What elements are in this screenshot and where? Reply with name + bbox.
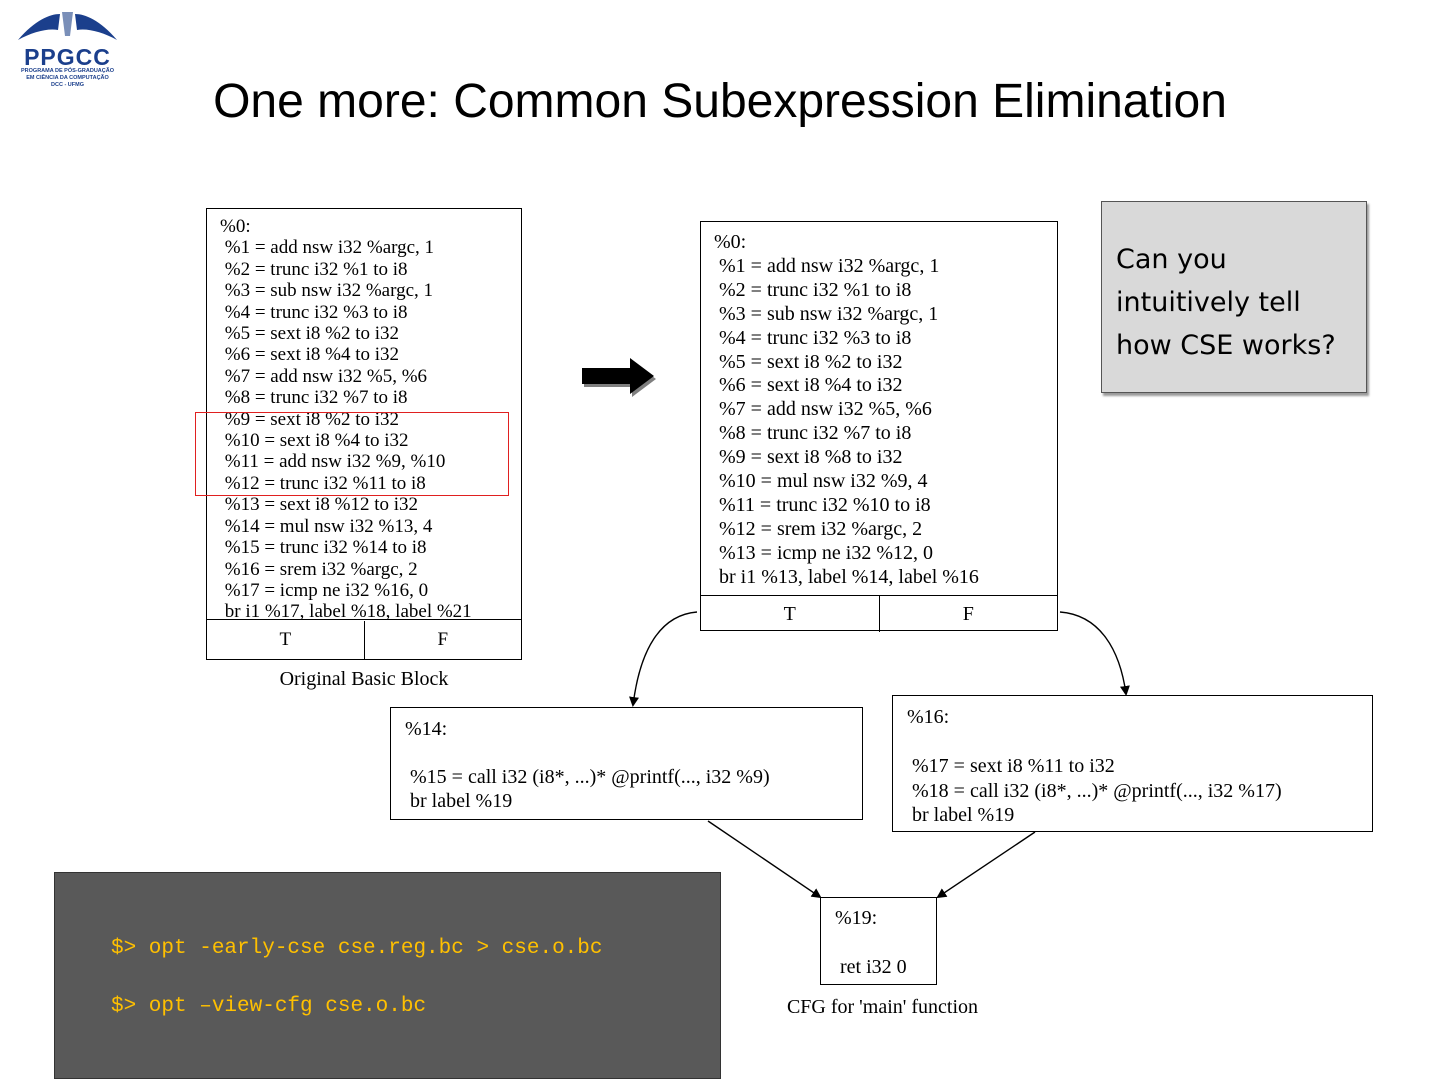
code-line: %17 = icmp ne i32 %16, 0	[220, 579, 429, 601]
code-line: %0:	[714, 231, 747, 253]
code-line: %16:	[907, 706, 950, 728]
code-line: br i1 %13, label %14, label %16	[714, 565, 979, 588]
code-line: %9 = sext i8 %2 to i32	[220, 408, 400, 430]
optimized-code: %0: %1 = add nsw i32 %argc, 1 %2 = trunc…	[701, 222, 1057, 595]
code-line: %12 = trunc i32 %11 to i8	[220, 472, 426, 494]
code-line: %6 = sext i8 %4 to i32	[714, 374, 903, 397]
code-line: %3 = sub nsw i32 %argc, 1	[714, 302, 939, 325]
terminal-command: $> opt -early-cse cse.reg.bc > cse.o.bc	[111, 937, 603, 960]
ppgcc-logo-icon: PPGCC PROGRAMA DE PÓS-GRADUAÇÃO EM CIÊNC…	[10, 10, 125, 90]
code-line: %12 = srem i32 %argc, 2	[714, 517, 923, 540]
branch-labels: T F	[701, 595, 1057, 632]
code-line: %7 = add nsw i32 %5, %6	[714, 398, 932, 421]
code-line: %17 = sext i8 %11 to i32	[907, 755, 1115, 777]
code-line: %8 = trunc i32 %7 to i8	[220, 387, 408, 409]
code-line: %5 = sext i8 %2 to i32	[714, 350, 903, 373]
code-line: ret i32 0	[835, 956, 907, 978]
code-line: %2 = trunc i32 %1 to i8	[714, 278, 912, 301]
logo-subtitle-line: DCC - UFMG	[51, 82, 84, 88]
logo-name: PPGCC	[24, 44, 111, 70]
code-line: %19:	[835, 907, 878, 929]
code-line: %3 = sub nsw i32 %argc, 1	[220, 280, 434, 302]
cfg-caption: CFG for 'main' function	[786, 996, 979, 1018]
original-basic-block: %0: %1 = add nsw i32 %argc, 1 %2 = trunc…	[206, 208, 522, 660]
code-line: %13 = icmp ne i32 %12, 0	[714, 541, 934, 564]
code-line: %0:	[220, 216, 251, 237]
edge-16-19	[936, 831, 1036, 899]
code-line: %16 = srem i32 %argc, 2	[220, 558, 418, 580]
true-branch-label: T	[279, 629, 292, 650]
basic-block-14: %14: %15 = call i32 (i8*, ...)* @printf(…	[390, 707, 863, 820]
branch-labels: T F	[207, 619, 521, 660]
block-16-code: %16: %17 = sext i8 %11 to i32 %18 = call…	[893, 696, 1372, 828]
code-line	[907, 730, 1372, 755]
code-line: %18 = call i32 (i8*, ...)* @printf(..., …	[907, 779, 1282, 802]
false-branch-label: F	[363, 621, 522, 659]
terminal-box: $> opt -early-cse cse.reg.bc > cse.o.bc …	[54, 872, 721, 1079]
original-block-caption: Original Basic Block	[279, 668, 449, 690]
code-line: %4 = trunc i32 %3 to i8	[220, 301, 408, 323]
code-line	[835, 931, 936, 956]
basic-block-19: %19: ret i32 0	[820, 897, 937, 985]
original-code: %0: %1 = add nsw i32 %argc, 1 %2 = trunc…	[207, 209, 521, 623]
terminal-command: $> opt –view-cfg cse.o.bc	[111, 995, 427, 1018]
code-line: %2 = trunc i32 %1 to i8	[220, 258, 408, 280]
block-14-code: %14: %15 = call i32 (i8*, ...)* @printf(…	[391, 708, 862, 813]
true-branch-label: T	[783, 603, 796, 625]
code-line: %8 = trunc i32 %7 to i8	[714, 422, 912, 445]
code-line: %13 = sext i8 %12 to i32	[220, 494, 419, 516]
edge-false	[1059, 611, 1130, 696]
slide-title: One more: Common Subexpression Eliminati…	[213, 75, 1227, 128]
edge-true	[629, 611, 698, 707]
code-line: %15 = call i32 (i8*, ...)* @printf(..., …	[405, 766, 770, 788]
code-line: %4 = trunc i32 %3 to i8	[714, 326, 912, 349]
code-line: %14 = mul nsw i32 %13, 4	[220, 515, 433, 537]
code-line: br label %19	[907, 804, 1015, 826]
question-note: Can you intuitively tell how CSE works?	[1101, 201, 1367, 393]
code-line: %11 = add nsw i32 %9, %10	[220, 451, 446, 473]
block-19-code: %19: ret i32 0	[821, 898, 936, 980]
logo-subtitle-line: EM CIÊNCIA DA COMPUTAÇÃO	[26, 75, 109, 81]
code-line: %1 = add nsw i32 %argc, 1	[714, 254, 940, 277]
code-line: %9 = sext i8 %8 to i32	[714, 446, 903, 469]
code-line: %6 = sext i8 %4 to i32	[220, 344, 400, 366]
edge-14-19	[707, 820, 822, 899]
code-line: %11 = trunc i32 %10 to i8	[714, 493, 931, 516]
code-line: %10 = sext i8 %4 to i32	[220, 430, 409, 452]
false-branch-label: F	[878, 596, 1058, 632]
optimized-basic-block: %0: %1 = add nsw i32 %argc, 1 %2 = trunc…	[700, 221, 1058, 632]
code-line	[405, 741, 862, 765]
code-line: %1 = add nsw i32 %argc, 1	[220, 237, 435, 259]
code-line: %14:	[405, 718, 448, 740]
code-line: %5 = sext i8 %2 to i32	[220, 323, 400, 345]
code-line: %15 = trunc i32 %14 to i8	[220, 537, 427, 559]
code-line: %10 = mul nsw i32 %9, 4	[714, 470, 928, 493]
code-line: br i1 %17, label %18, label %21	[220, 601, 472, 623]
redundant-expression-highlight	[195, 412, 509, 496]
basic-block-16: %16: %17 = sext i8 %11 to i32 %18 = call…	[892, 695, 1373, 832]
code-line: br label %19	[405, 790, 513, 812]
logo-subtitle-line: PROGRAMA DE PÓS-GRADUAÇÃO	[21, 68, 114, 74]
right-arrow-icon	[582, 358, 656, 397]
code-line: %7 = add nsw i32 %5, %6	[220, 365, 428, 387]
